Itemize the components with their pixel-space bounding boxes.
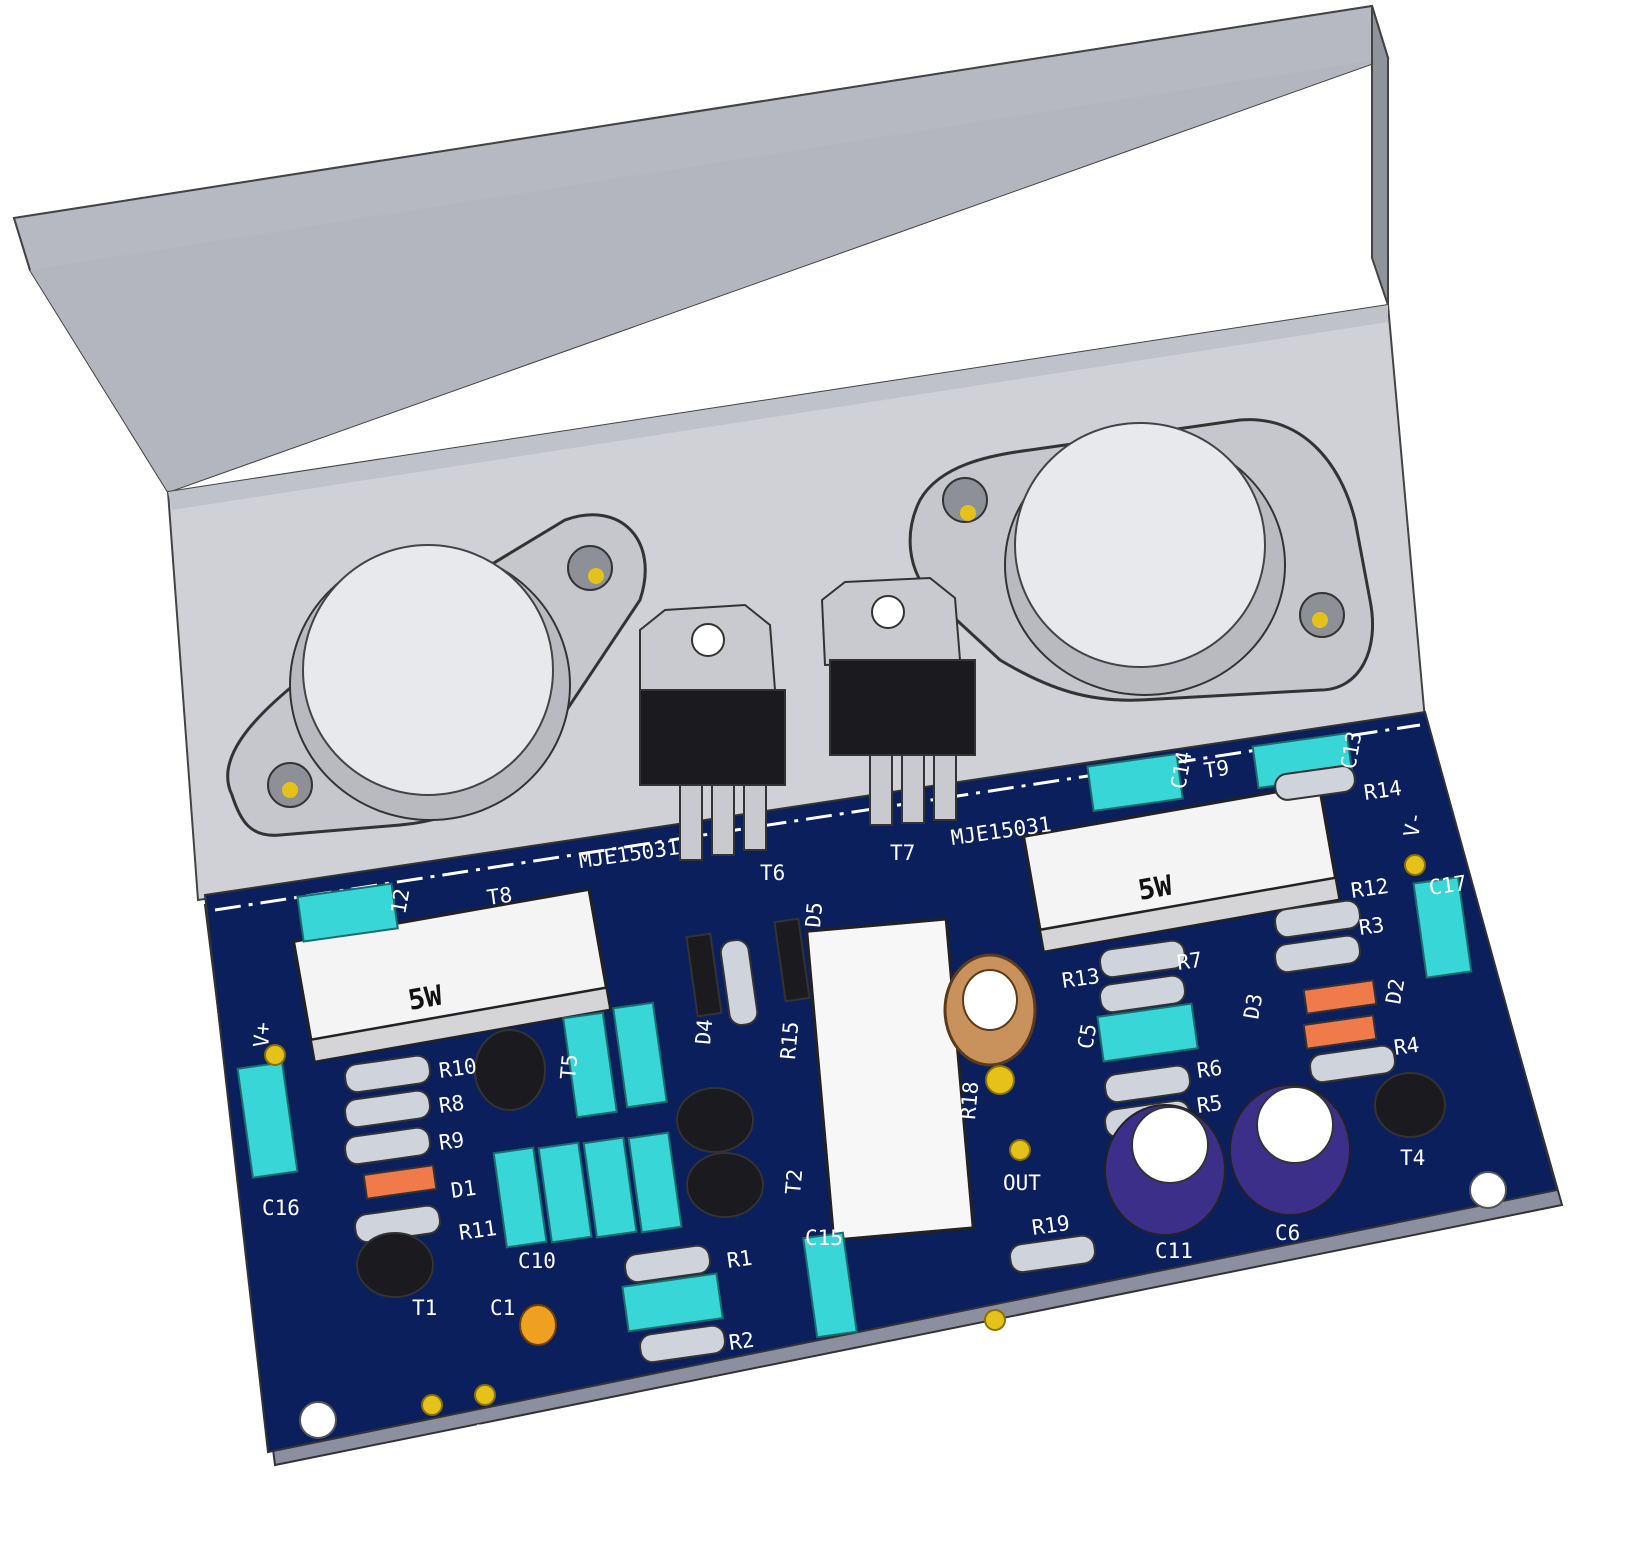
- to220-transistor-t7: [820, 576, 976, 826]
- label-t5: T5: [556, 1053, 582, 1080]
- label-r8: R8: [437, 1091, 465, 1118]
- label-r6: R6: [1195, 1056, 1223, 1083]
- electrolytic-capacitors: [519, 1084, 1351, 1346]
- label-c17: C17: [1427, 871, 1468, 900]
- resistor-5w-right: [1021, 782, 1341, 953]
- solder-pads: [264, 854, 1426, 1416]
- label-t4: T4: [1400, 1146, 1425, 1170]
- label-t6: T6: [760, 861, 785, 885]
- label-r15: R15: [776, 1021, 803, 1061]
- label-5w-left: 5W: [405, 979, 444, 1017]
- label-r18: R18: [956, 1081, 983, 1121]
- label-r10: R10: [437, 1054, 478, 1083]
- label-t1: T1: [412, 1296, 437, 1320]
- label-5w-right: 5W: [1135, 869, 1174, 907]
- label-d2: D2: [1381, 977, 1409, 1006]
- label-c5: C5: [1073, 1022, 1101, 1051]
- label-r7: R7: [1175, 948, 1203, 975]
- to3-transistor-right: [908, 418, 1375, 702]
- label-in: IN: [475, 1421, 500, 1445]
- resistor-r18: [805, 917, 975, 1242]
- label-r9: R9: [437, 1128, 465, 1155]
- label-c15: C15: [805, 1226, 843, 1250]
- label-t2: T2: [781, 1168, 807, 1195]
- to3-transistor-left: [226, 513, 647, 837]
- label-r4: R4: [1392, 1033, 1420, 1060]
- label-v-minus: V-: [1399, 810, 1427, 839]
- label-r19: R19: [1030, 1211, 1071, 1240]
- diodes: [362, 917, 1378, 1200]
- label-c11: C11: [1155, 1239, 1193, 1263]
- film-capacitors: [236, 732, 1473, 1339]
- label-v-plus: V+: [249, 1021, 275, 1048]
- label-c1: C1: [490, 1296, 515, 1320]
- label-r12: R12: [1349, 874, 1390, 903]
- inductor-coil: [943, 953, 1037, 1095]
- label-r11: R11: [457, 1216, 498, 1245]
- label-r14: R14: [1362, 776, 1403, 805]
- to220-transistor-t6: [639, 603, 786, 861]
- label-r12-left: 12: [386, 887, 414, 916]
- label-out: OUT: [1003, 1171, 1041, 1195]
- label-r13: R13: [1060, 964, 1101, 993]
- label-d3: D3: [1239, 992, 1267, 1021]
- label-d5: D5: [801, 901, 827, 928]
- label-c16: C16: [262, 1196, 300, 1220]
- label-d1: D1: [449, 1176, 477, 1203]
- label-r2: R2: [727, 1328, 755, 1355]
- label-r3: R3: [1357, 913, 1385, 940]
- label-gnd: GND: [1015, 1316, 1053, 1340]
- label-r1: R1: [725, 1246, 753, 1273]
- label-d4: D4: [691, 1018, 717, 1045]
- to92-transistors: [356, 1029, 1446, 1298]
- resistor-5w-left: [291, 887, 612, 1063]
- mount-hole-right: [1469, 1171, 1507, 1209]
- label-c6: C6: [1275, 1221, 1300, 1245]
- label-c10: C10: [518, 1249, 556, 1273]
- label-t9: T9: [1202, 756, 1230, 783]
- label-r5: R5: [1195, 1091, 1223, 1118]
- label-t7: T7: [890, 841, 915, 865]
- label-t8: T8: [485, 883, 513, 910]
- mount-hole-left: [299, 1401, 337, 1439]
